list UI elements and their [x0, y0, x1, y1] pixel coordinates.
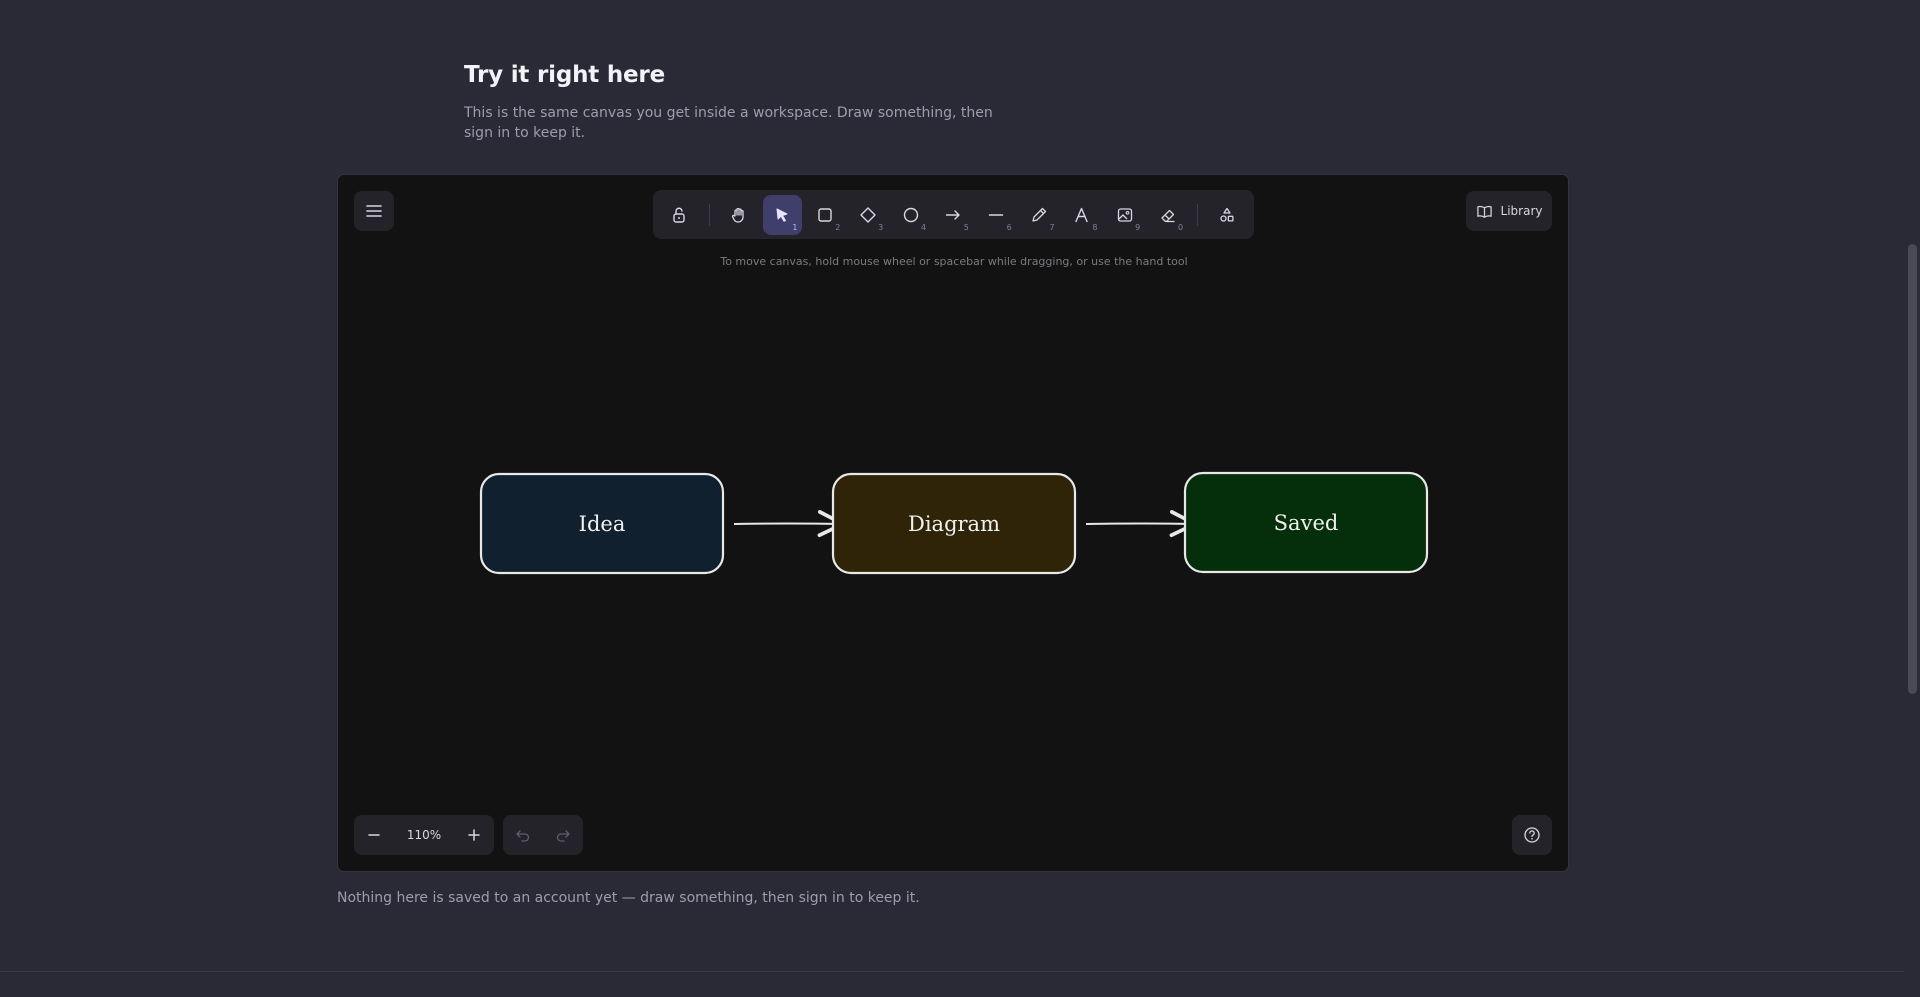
plus-icon — [468, 829, 480, 841]
text-icon — [1075, 207, 1088, 222]
shortcut-key: 3 — [878, 222, 884, 232]
arrow-icon — [946, 209, 961, 220]
library-label: Library — [1500, 204, 1543, 218]
shortcut-key: 1 — [792, 222, 798, 232]
diamond-icon — [860, 206, 876, 223]
image-icon — [1117, 207, 1132, 222]
shortcut-key: 0 — [1178, 222, 1184, 232]
tool-image[interactable]: 9 — [1105, 195, 1144, 235]
shapes-icon — [1220, 207, 1235, 222]
node-label: Diagram — [908, 512, 1000, 536]
unlock-icon — [673, 207, 686, 223]
help-icon — [1524, 827, 1540, 843]
hand-icon — [732, 207, 744, 223]
tool-eraser[interactable]: 0 — [1148, 195, 1187, 235]
tool-draw[interactable]: 7 — [1020, 195, 1059, 235]
undo-icon — [516, 830, 530, 842]
toolbar: 1 2 3 4 5 — [653, 190, 1254, 239]
section-divider — [0, 971, 1904, 972]
tool-rectangle[interactable]: 2 — [806, 195, 845, 235]
tool-selection[interactable]: 1 — [762, 194, 802, 235]
ellipse-icon — [903, 207, 918, 222]
minus-icon — [368, 834, 380, 836]
diagram-node-idea[interactable]: Idea — [479, 472, 725, 575]
zoom-out-button[interactable] — [354, 815, 394, 855]
scrollbar-thumb[interactable] — [1908, 244, 1917, 694]
shortcut-key: 7 — [1049, 222, 1055, 232]
rectangle-icon — [818, 207, 832, 222]
tool-extra-shapes[interactable] — [1208, 195, 1247, 235]
shortcut-key: 2 — [835, 222, 841, 232]
tool-lock[interactable] — [660, 195, 699, 235]
redo-button[interactable] — [543, 815, 583, 855]
zoom-level[interactable]: 110% — [406, 828, 442, 842]
diagram-node-saved[interactable]: Saved — [1183, 471, 1429, 574]
diagram-layer[interactable]: Idea Diagram Saved — [338, 175, 1569, 872]
tool-diamond[interactable]: 3 — [848, 195, 887, 235]
undo-button[interactable] — [503, 815, 543, 855]
tool-arrow[interactable]: 5 — [934, 195, 973, 235]
shortcut-key: 8 — [1092, 222, 1098, 232]
eraser-icon — [1161, 209, 1175, 222]
save-note: Nothing here is saved to an account yet … — [337, 890, 920, 906]
book-icon — [1476, 205, 1492, 218]
zoom-in-button[interactable] — [454, 815, 494, 855]
tool-line[interactable]: 6 — [977, 195, 1016, 235]
hamburger-icon — [366, 205, 382, 217]
drawing-canvas[interactable]: Idea Diagram Saved — [337, 174, 1569, 872]
zoom-controls: 110% — [354, 815, 494, 855]
page-scrollbar[interactable] — [1904, 0, 1920, 997]
diagram-arrow[interactable] — [1085, 510, 1197, 538]
section-description: This is the same canvas you get inside a… — [464, 105, 993, 141]
help-button[interactable] — [1512, 815, 1552, 855]
main-menu-button[interactable] — [354, 191, 394, 231]
tool-ellipse[interactable]: 4 — [891, 195, 930, 235]
section-title: Try it right here — [464, 62, 665, 88]
library-button[interactable]: Library — [1466, 191, 1552, 231]
diagram-arrow[interactable] — [733, 510, 845, 538]
pointer-icon — [776, 208, 788, 222]
pencil-icon — [1032, 207, 1047, 222]
diagram-node-diagram[interactable]: Diagram — [831, 472, 1077, 575]
canvas-hint: To move canvas, hold mouse wheel or spac… — [720, 255, 1188, 268]
line-icon — [989, 213, 1004, 216]
redo-icon — [556, 830, 570, 842]
node-label: Idea — [579, 512, 626, 536]
undo-redo-controls — [503, 815, 583, 855]
tool-text[interactable]: 8 — [1063, 195, 1102, 235]
tool-hand[interactable] — [720, 195, 759, 235]
shortcut-key: 6 — [1006, 222, 1012, 232]
shortcut-key: 5 — [963, 222, 969, 232]
toolbar-divider — [1197, 203, 1199, 226]
node-label: Saved — [1274, 511, 1339, 535]
shortcut-key: 9 — [1135, 222, 1141, 232]
shortcut-key: 4 — [920, 222, 927, 232]
toolbar-divider — [708, 203, 710, 226]
